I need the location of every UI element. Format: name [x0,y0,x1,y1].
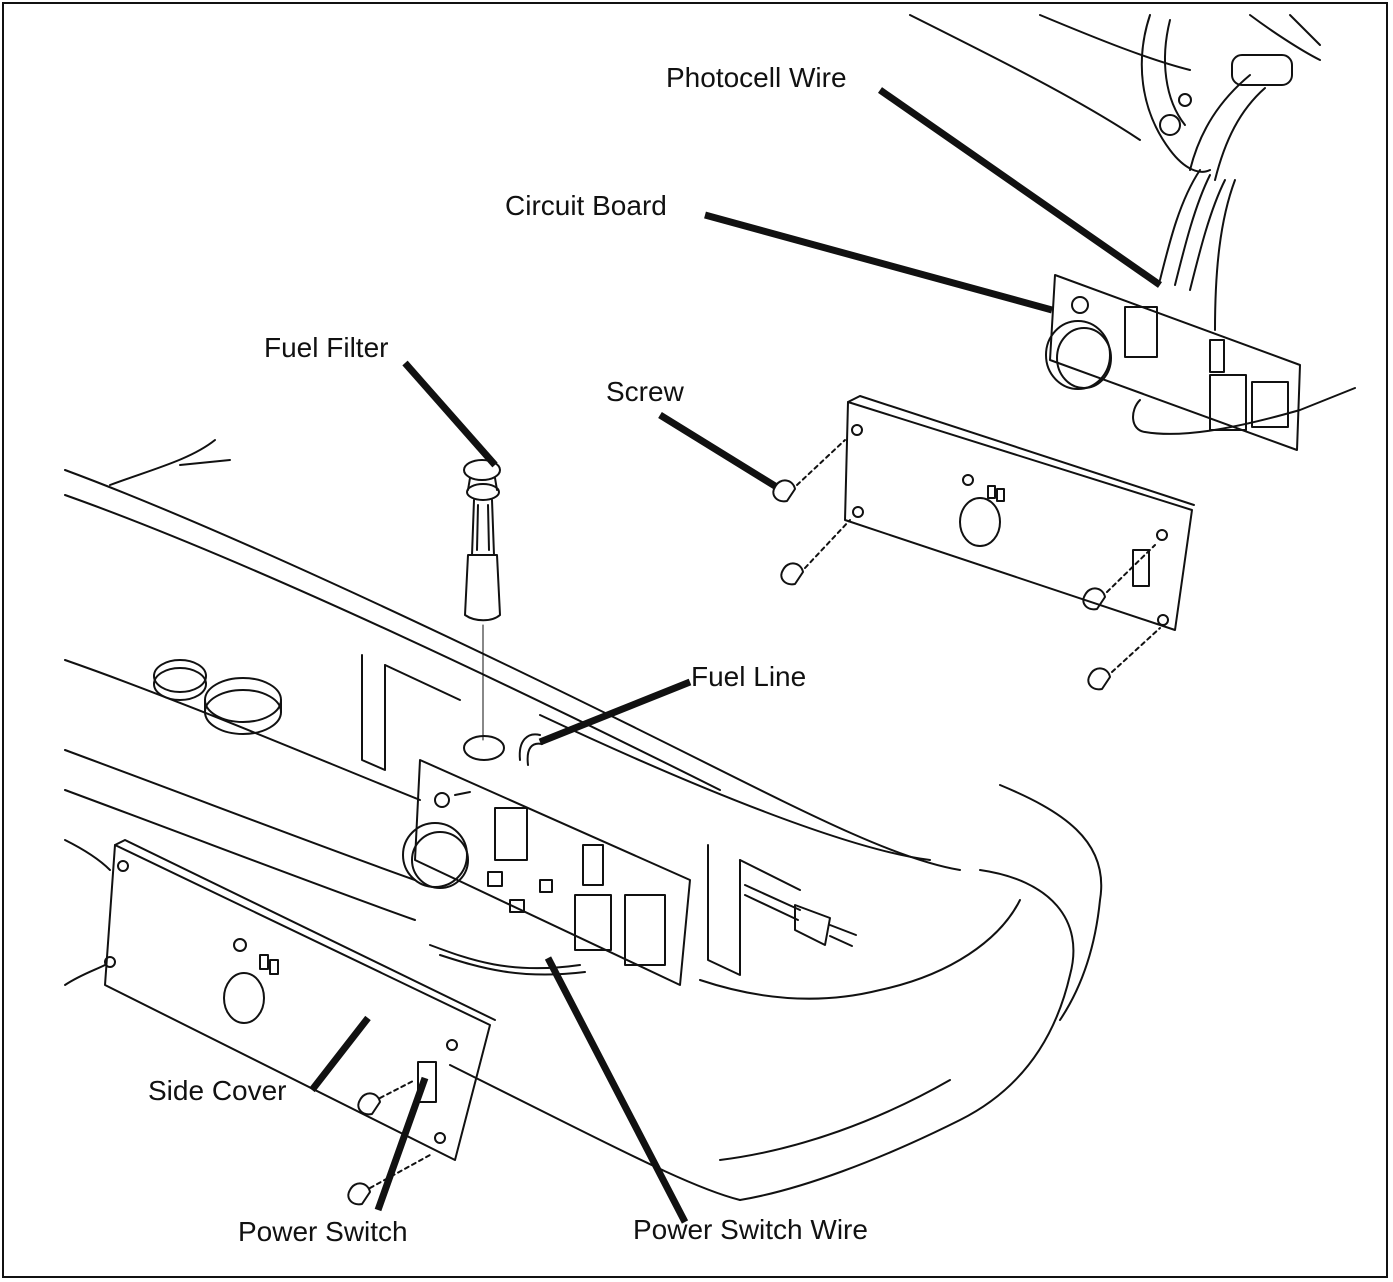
side-cover-lower [104,839,496,1161]
leader-side-cover [309,1015,371,1093]
leader-photocell-wire [877,87,1163,288]
heater-housing [64,439,1103,1201]
label-power-switch-wire: Power Switch Wire [633,1214,868,1245]
leader-lines [309,87,1163,1224]
lower-screws [347,1079,431,1206]
power-cord-plug [744,884,857,947]
leader-power-switch-wire [544,956,689,1224]
label-side-cover: Side Cover [148,1075,287,1106]
label-screw: Screw [606,376,684,407]
upper-circuit-board [1045,54,1356,451]
fuel-gauge-cap [153,659,207,701]
label-fuel-line: Fuel Line [691,661,807,692]
label-photocell-wire: Photocell Wire [666,62,847,93]
label-fuel-filter: Fuel Filter [264,332,389,363]
lower-circuit-board [402,791,666,976]
leader-power-switch [374,1076,429,1212]
control-compartment [361,654,801,986]
label-circuit-board: Circuit Board [505,190,667,221]
side-cover-upper [844,395,1195,631]
upper-screws [772,439,1161,691]
leader-fuel-line [538,678,692,746]
fuel-tank-cap [204,677,282,735]
fuel-filter [463,459,501,741]
label-power-switch: Power Switch [238,1216,408,1247]
burner-assembly [909,14,1321,173]
leader-fuel-filter [402,360,498,468]
leader-circuit-board [704,211,1053,314]
leader-screw [658,412,777,489]
